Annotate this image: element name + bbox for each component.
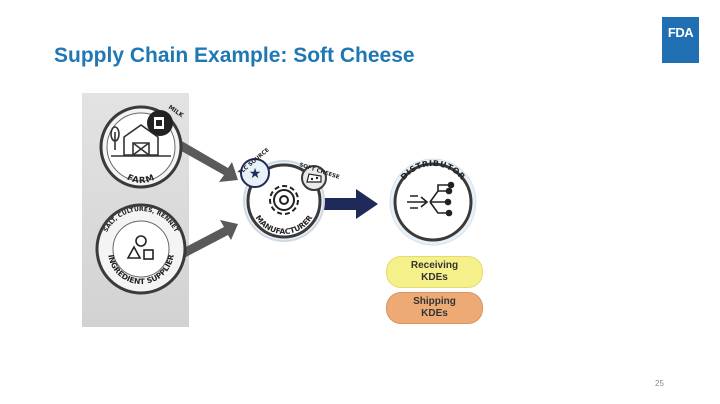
- arrow-supplier-to-manufacturer: [180, 220, 238, 258]
- page-number: 25: [655, 379, 664, 388]
- shapes-icon: [126, 235, 154, 260]
- farm-label: FARM: [125, 173, 157, 186]
- network-arrows-icon: [407, 181, 455, 217]
- manufacturer-node: MANUFACTURER ★ TLC SOURCE SOFT CHEESE: [237, 147, 340, 242]
- receiving-kdes-pill: Receiving KDEs: [386, 256, 483, 288]
- milk-carton-icon: [154, 117, 164, 129]
- farm-node: FARM MILK: [99, 104, 185, 189]
- star-icon: ★: [249, 166, 262, 182]
- shipping-kdes-pill: Shipping KDEs: [386, 292, 483, 324]
- arrow-farm-to-manufacturer: [176, 140, 238, 182]
- arrow-manufacturer-to-distributor: [324, 189, 378, 219]
- cheese-icon: [306, 173, 322, 183]
- receiving-kdes-label: Receiving KDEs: [410, 260, 459, 283]
- distributor-node: DISTRIBUTOR: [389, 158, 477, 246]
- ingredient-supplier-node: SALT, CULTURES, RENNET INGREDIENT SUPPLI…: [95, 203, 187, 295]
- shipping-kdes-label: Shipping KDEs: [413, 296, 456, 319]
- fda-logo: FDA: [662, 17, 699, 63]
- gear-icon: [269, 185, 299, 215]
- barn-icon: [110, 124, 171, 157]
- slide-title: Supply Chain Example: Soft Cheese: [54, 44, 415, 67]
